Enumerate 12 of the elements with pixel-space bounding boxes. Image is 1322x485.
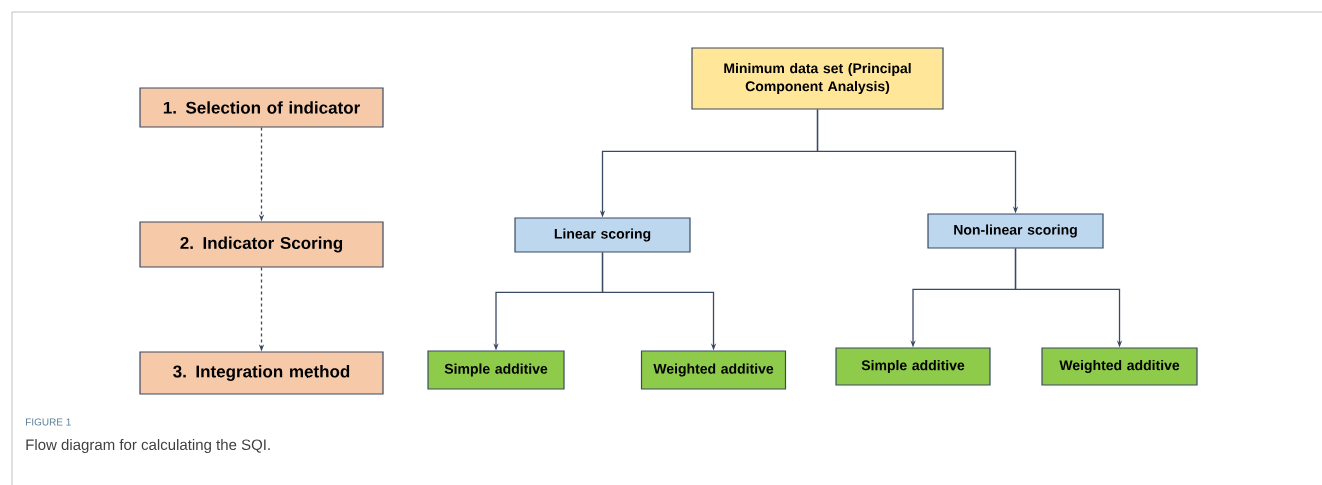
caption: Flow diagram for calculating the SQI. [26,439,270,453]
process-box: 3. Integration method [139,351,384,395]
process-box: Weighted additive [640,350,787,390]
process-box: Simple additive [835,347,991,386]
figure-label: FIGURE 1 [26,418,71,426]
process-box: Non-linear scoring [927,213,1104,249]
process-box: Simple additive [427,350,565,390]
process-box: Minimum data set (Principal Component Analysis) [691,47,944,110]
process-box: Linear scoring [514,217,691,253]
process-box: Weighted additive [1041,347,1198,386]
process-box: 2. Indicator Scoring [139,221,384,268]
process-box: 1. Selection of indicator [139,87,384,128]
